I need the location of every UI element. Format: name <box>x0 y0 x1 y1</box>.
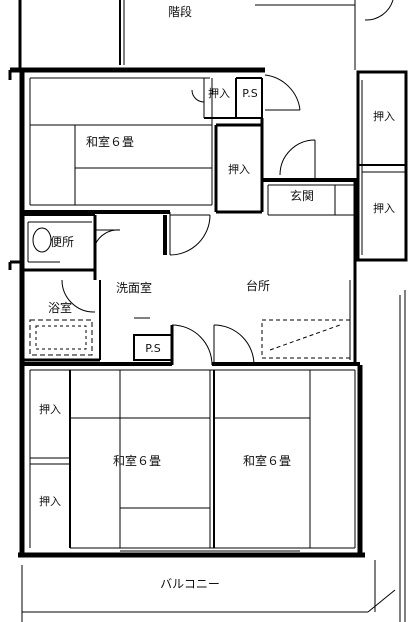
label-bath: 浴室 <box>48 300 72 315</box>
balcony-area <box>21 560 396 622</box>
stairs-area <box>18 0 394 70</box>
label-washitsu-bottom-right: 和室６畳 <box>243 453 291 468</box>
label-washroom: 洗面室 <box>116 280 152 295</box>
label-ps-bottom: P.S <box>145 342 160 355</box>
label-oshiire-right-bottom: 押入 <box>373 201 395 215</box>
bottom-room-walls <box>22 362 360 552</box>
label-oshiire-mid: 押入 <box>228 162 250 176</box>
top-room-walls <box>22 74 301 214</box>
kitchen-walls <box>133 180 357 366</box>
outer-walls <box>8 67 365 558</box>
label-kitchen: 台所 <box>246 278 270 293</box>
label-oshiire-top: 押入 <box>208 86 230 100</box>
label-ps-top: P.S <box>242 87 257 100</box>
label-washitsu-top: 和室６畳 <box>86 134 134 149</box>
label-balcony: バルコニー <box>160 577 220 591</box>
label-oshiire-right-top: 押入 <box>373 109 395 123</box>
label-stairs: 階段 <box>168 4 192 19</box>
label-toilet: 便所 <box>50 235 74 249</box>
toilet-bath-walls <box>22 214 121 362</box>
label-washitsu-bottom-left: 和室６畳 <box>113 453 161 468</box>
right-closets <box>356 70 408 622</box>
label-genkan: 玄関 <box>290 188 314 203</box>
label-oshiire-left-top: 押入 <box>39 402 61 416</box>
label-oshiire-left-bottom: 押入 <box>39 494 61 508</box>
entrance-walls <box>262 139 358 216</box>
